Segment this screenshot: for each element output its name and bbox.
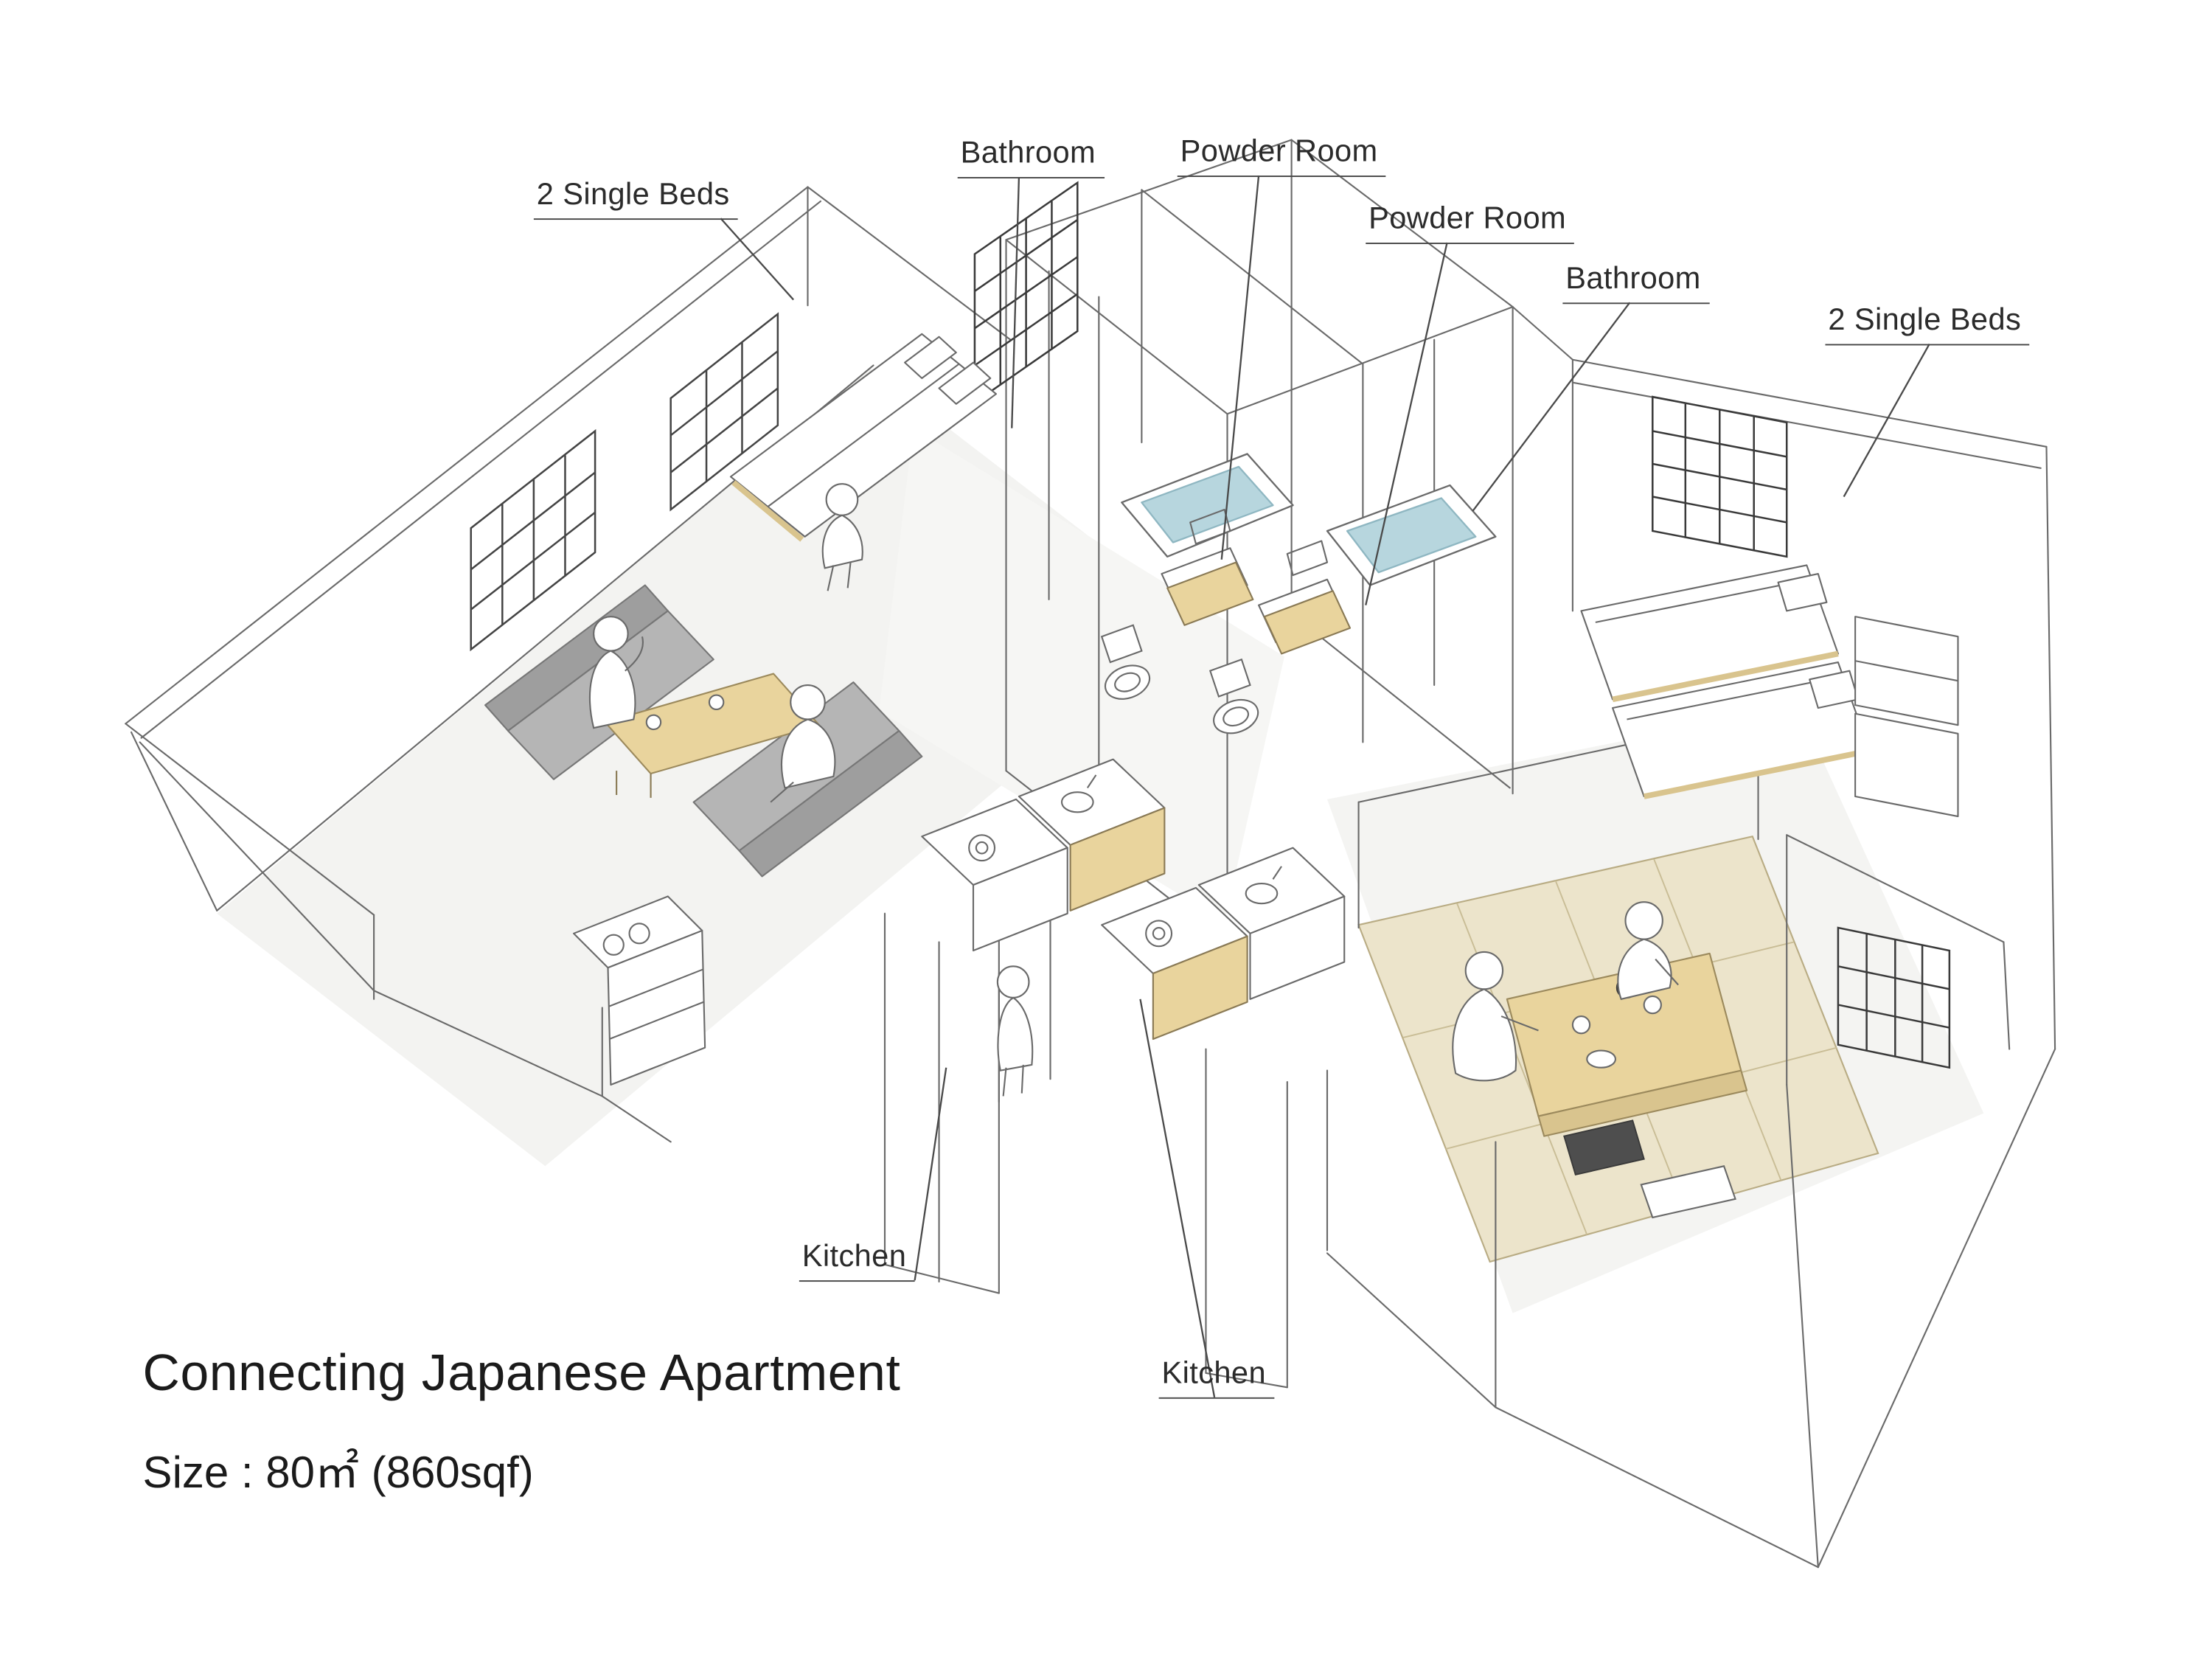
window-left-1 — [470, 428, 597, 652]
window-left-2 — [669, 312, 779, 512]
label-kitchen-right: Kitchen — [1158, 1356, 1275, 1399]
label-powder-room-right: Powder Room — [1366, 201, 1575, 244]
size-label: Size : 80㎡ (860sqf) — [142, 1447, 534, 1498]
person-on-bed — [821, 483, 863, 591]
person-living-standing — [588, 616, 644, 729]
bathtub-right — [1326, 484, 1497, 586]
window-right-1 — [1652, 395, 1788, 558]
dining-table-right — [1506, 952, 1748, 1137]
label-powder-room-left: Powder Room — [1177, 134, 1387, 177]
page-title: Connecting Japanese Apartment — [142, 1343, 901, 1402]
label-kitchen-left: Kitchen — [799, 1239, 915, 1282]
leader-lines — [720, 175, 1930, 1398]
bathtub-left — [1121, 453, 1294, 558]
person-dining-far — [1617, 901, 1679, 1001]
label-single-beds-right: 2 Single Beds — [1825, 302, 2030, 345]
person-living-seated — [770, 684, 836, 803]
beds-right — [1580, 564, 1871, 799]
label-bathroom-right: Bathroom — [1562, 261, 1710, 304]
closet-right — [1854, 616, 1959, 818]
label-single-beds-left: 2 Single Beds — [533, 177, 739, 220]
window-bath-block — [973, 181, 1079, 405]
beds-left — [729, 333, 998, 542]
label-bathroom-left: Bathroom — [957, 136, 1105, 178]
floor-cushion-right — [1640, 1165, 1736, 1219]
powder-vanity-left — [1161, 508, 1254, 626]
person-child-kitchen — [996, 965, 1034, 1097]
kitchen-left-counters — [921, 758, 1166, 952]
powder-vanity-right — [1258, 540, 1352, 655]
window-right-2 — [1837, 926, 1951, 1069]
kitchen-right-counters — [1101, 847, 1346, 1041]
hearth-right — [1563, 1119, 1645, 1176]
toilet-left — [1100, 624, 1151, 700]
toilet-right — [1208, 658, 1259, 735]
cabinet-left — [572, 895, 706, 1086]
person-dining-left — [1452, 951, 1539, 1082]
